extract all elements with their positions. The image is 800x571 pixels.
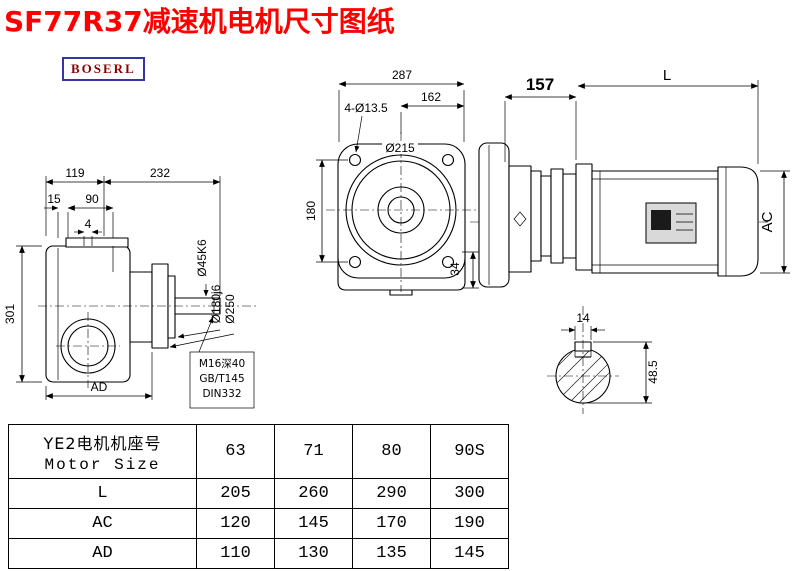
value-cell: 145: [274, 508, 353, 539]
bolt-hole: [348, 255, 362, 269]
motor-dimensions: 157 L AC: [504, 67, 790, 274]
adapter-housing: [508, 165, 532, 273]
motor-size-table: YE2电机机座号 Motor Size 63 71 80 90S L 205 2…: [8, 424, 509, 569]
dim-215: Ø215: [385, 141, 415, 155]
value-cell: 110: [196, 538, 275, 569]
gearbox-profile: [478, 142, 510, 288]
bolt-hole: [348, 153, 362, 167]
dim-flange-diameter: Ø250: [223, 294, 237, 324]
bolt-hole: [441, 153, 455, 167]
bolt-hole: [441, 255, 455, 269]
size-column-63: 63: [196, 424, 275, 479]
front-view: [326, 132, 476, 296]
value-cell: 120: [196, 508, 275, 539]
motor-flange: [575, 163, 593, 271]
value-cell: 300: [430, 478, 509, 509]
table-header-cn: YE2电机机座号: [43, 433, 162, 453]
left-side-view: [38, 237, 256, 388]
dim-15: 15: [47, 192, 61, 206]
fan-cowl: [717, 166, 759, 277]
dim-232: 232: [150, 166, 170, 180]
technical-drawing: 119 232 15 90 4 301 AD Ø45K6 Ø180j6: [3, 67, 790, 414]
tap-note-line2: GB/T145: [199, 373, 244, 385]
flange-spigot: [167, 275, 176, 339]
diamond-mark: [513, 211, 527, 227]
dim-key-width: 14: [576, 311, 590, 325]
dim-180: 180: [304, 201, 318, 221]
shaft-section-view: 14 48.5: [547, 306, 660, 414]
left-view-dimensions: 119 232 15 90 4 301 AD Ø45K6 Ø180j6: [3, 166, 255, 409]
dim-119: 119: [65, 166, 84, 180]
row-label-AC: AC: [8, 508, 197, 539]
right-side-view: [470, 142, 770, 288]
size-column-71: 71: [274, 424, 353, 479]
table-header-en: Motor Size: [44, 455, 161, 474]
row-label-AD: AD: [8, 538, 197, 569]
dim-bolt-holes: 4-Ø13.5: [344, 101, 388, 115]
table-row-AC: AC 120 145 170 190: [8, 508, 509, 539]
tap-note-line3: DIN332: [202, 388, 241, 400]
value-cell: 190: [430, 508, 509, 539]
value-cell: 130: [274, 538, 353, 569]
row-label-L: L: [8, 478, 197, 509]
flange-neck: [129, 271, 153, 343]
brand-logo: BOSERL: [62, 57, 145, 81]
dim-301: 301: [3, 304, 17, 324]
value-cell: 205: [196, 478, 275, 509]
table-row-L: L 205 260 290 300: [8, 478, 509, 509]
dim-4: 4: [85, 217, 92, 231]
dim-AD: AD: [91, 380, 108, 394]
dim-L: L: [663, 67, 671, 84]
value-cell: 135: [352, 538, 431, 569]
dim-157: 157: [526, 75, 554, 94]
dim-AC: AC: [759, 211, 776, 232]
tap-note-line1: M16深40: [199, 358, 245, 370]
table-header-row: YE2电机机座号 Motor Size 63 71 80 90S: [8, 424, 509, 479]
value-cell: 260: [274, 478, 353, 509]
tap-note-box: [189, 351, 255, 409]
size-column-80: 80: [352, 424, 431, 479]
top-boss: [65, 237, 129, 248]
dim-key-height: 48.5: [646, 360, 660, 384]
terminal-box-cover: [651, 210, 671, 230]
dim-spigot-diameter: Ø180j6: [209, 284, 223, 323]
value-cell: 290: [352, 478, 431, 509]
table-row-AD: AD 110 130 135 145: [8, 538, 509, 569]
value-cell: 145: [430, 538, 509, 569]
table-header-cell: YE2电机机座号 Motor Size: [8, 424, 197, 479]
dim-162: 162: [421, 90, 441, 104]
dim-shaft-diameter: Ø45K6: [195, 239, 209, 277]
page-title: SF77R37减速机电机尺寸图纸: [4, 5, 395, 38]
value-cell: 170: [352, 508, 431, 539]
size-column-90S: 90S: [430, 424, 509, 479]
front-view-dimensions: 287 162 4-Ø13.5 Ø215 180 34: [304, 68, 479, 289]
dim-34: 34: [448, 262, 462, 276]
dim-287: 287: [392, 68, 412, 82]
dim-90: 90: [85, 192, 99, 206]
